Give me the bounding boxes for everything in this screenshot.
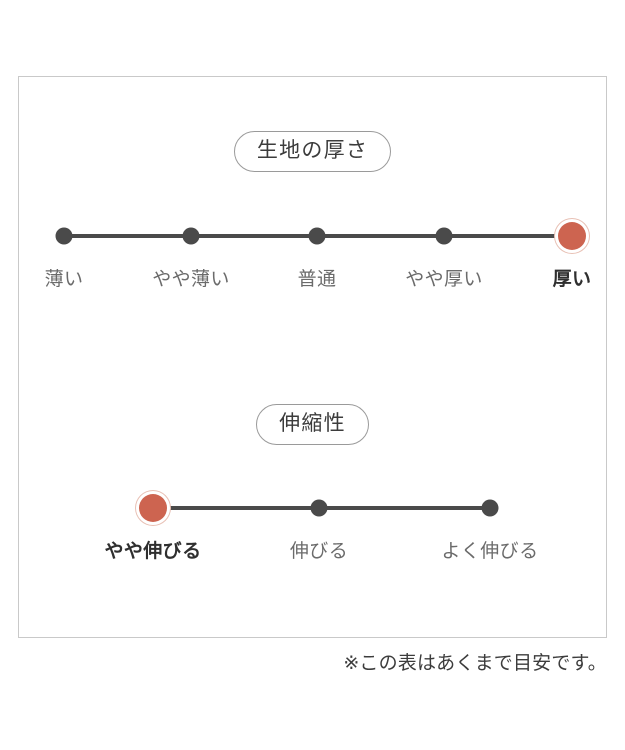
fabric-thickness-label-0: 薄い	[44, 269, 84, 290]
fabric-thickness-label-3: やや厚い	[405, 269, 483, 290]
fabric-stretch-heading-wrap: 伸縮性	[19, 404, 606, 445]
fabric-stretch-label-1: 伸びる	[289, 541, 349, 562]
fabric-spec-card: 生地の厚さ 薄い やや薄い 普通 やや厚い 厚い 伸縮性 やや伸びる 伸びる よ…	[18, 76, 607, 638]
fabric-stretch-node-2[interactable]	[481, 499, 499, 517]
fabric-thickness-label-4: 厚い	[552, 269, 592, 290]
fabric-thickness-node-0[interactable]	[55, 227, 73, 245]
fabric-thickness-heading: 生地の厚さ	[233, 131, 392, 172]
fabric-stretch-node-0-selected[interactable]	[139, 494, 167, 522]
fabric-stretch-heading: 伸縮性	[256, 404, 369, 445]
fabric-thickness-label-2: 普通	[297, 269, 337, 290]
fabric-thickness-node-1[interactable]	[182, 227, 200, 245]
fabric-thickness-node-3[interactable]	[435, 227, 453, 245]
fabric-stretch-label-2: よく伸びる	[441, 541, 539, 562]
fabric-thickness-heading-wrap: 生地の厚さ	[19, 131, 606, 172]
footnote-disclaimer: ※この表はあくまで目安です。	[343, 653, 607, 674]
fabric-thickness-node-4-selected[interactable]	[558, 222, 586, 250]
fabric-thickness-label-1: やや薄い	[152, 269, 230, 290]
fabric-thickness-node-2[interactable]	[308, 227, 326, 245]
fabric-stretch-label-0: やや伸びる	[104, 541, 202, 562]
fabric-stretch-node-1[interactable]	[310, 499, 328, 517]
